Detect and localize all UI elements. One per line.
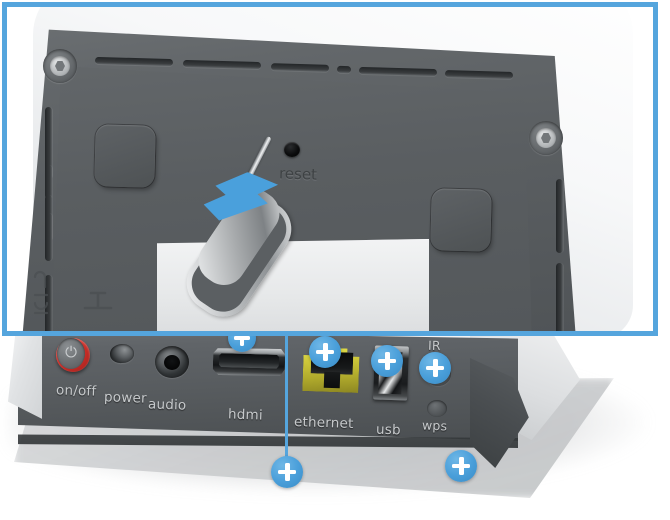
port-label-ir: IR (427, 337, 442, 354)
rubber-pad-left (94, 124, 156, 188)
hdmi-port-opening (219, 353, 279, 369)
hotspot-ir[interactable] (419, 352, 451, 384)
hotspot-usb[interactable] (371, 345, 403, 377)
screw-top-left (43, 49, 77, 83)
side-wps-marking-icon (33, 270, 49, 315)
rj45-clip-slot (323, 371, 341, 389)
port-strip-bottom-edge (18, 434, 518, 448)
paperclip-tool (157, 135, 337, 331)
vent-slot-left-1 (45, 107, 52, 179)
power-button-inner[interactable] (57, 338, 85, 369)
port-label-wps: wps (421, 417, 448, 434)
port-label-usb: usb (375, 421, 402, 439)
port-label-onoff: on/off (55, 382, 97, 400)
vent-slot-left-4 (45, 213, 52, 261)
wps-button-icon[interactable] (427, 400, 447, 417)
reset-label: reset (278, 164, 318, 184)
port-label-hdmi: hdmi (227, 406, 264, 424)
vent-slot-top-4 (336, 65, 352, 74)
rubber-pad-right (430, 188, 492, 252)
vent-slot-left-2 (45, 165, 52, 199)
port-label-audio: audio (147, 396, 187, 414)
vent-slot-right-1 (556, 179, 563, 253)
port-label-power: power (103, 389, 148, 407)
hotspot-hdmi-callout[interactable] (271, 456, 303, 488)
callout-connector-line (285, 336, 288, 460)
zoom-frame-reset-area[interactable]: reset (2, 2, 658, 336)
vent-slot-left-5 (45, 275, 52, 331)
port-label-ethernet: ethernet (293, 413, 354, 433)
ground-symbol-icon (83, 291, 113, 310)
zoom-frame-content: reset (7, 7, 653, 331)
hotspot-wps[interactable] (445, 450, 477, 482)
vent-slot-right-2 (556, 263, 563, 331)
screw-top-right (529, 121, 563, 155)
reset-pinhole[interactable] (284, 142, 300, 157)
audio-jack-hole (164, 355, 180, 370)
hotspot-ethernet[interactable] (309, 336, 341, 368)
power-icon: ⏻ (65, 343, 77, 361)
